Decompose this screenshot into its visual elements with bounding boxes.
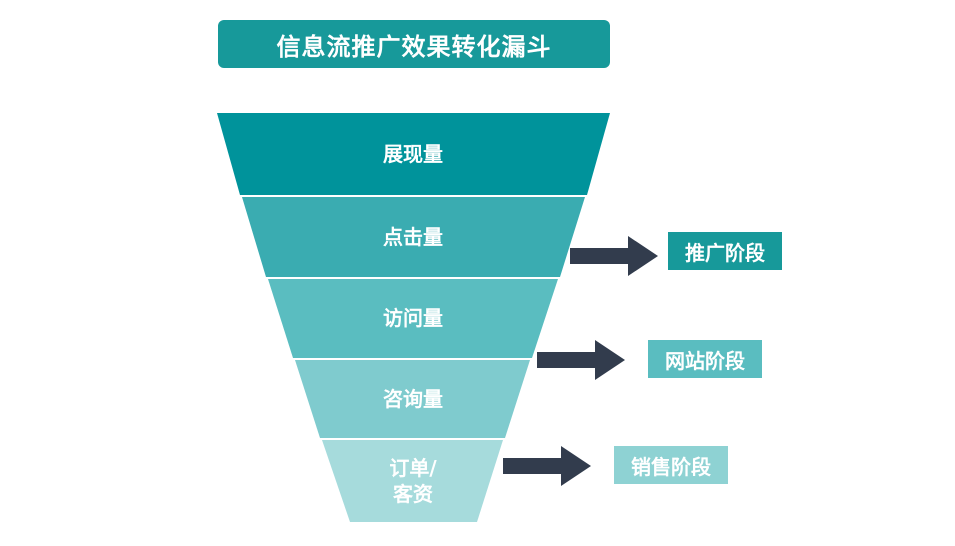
funnel-stage-visits (268, 279, 558, 358)
phase-box-website: 网站阶段 (648, 340, 762, 378)
funnel-stage-inquiries (295, 360, 530, 438)
stage-label-clicks: 点击量 (383, 225, 443, 249)
arrow-right-icon (537, 340, 625, 380)
funnel-stage-orders (322, 440, 503, 522)
stage-label-orders-line2: 客资 (393, 482, 433, 506)
stage-label-visits: 访问量 (383, 306, 443, 330)
phase-box-promotion: 推广阶段 (668, 232, 782, 270)
funnel-title: 信息流推广效果转化漏斗 (218, 20, 610, 68)
stage-label-orders: 订单/ 客资 (313, 455, 513, 507)
arrow-right-icon (570, 236, 658, 276)
funnel-stage-impressions (217, 113, 610, 195)
stage-label-orders-line1: 订单/ (389, 456, 437, 480)
funnel-stage-clicks (242, 197, 585, 277)
arrow-right-icon (503, 446, 591, 486)
phase-box-sales: 销售阶段 (614, 446, 728, 484)
stage-label-impressions: 展现量 (383, 142, 443, 166)
stage-label-inquiries: 咨询量 (383, 387, 443, 411)
